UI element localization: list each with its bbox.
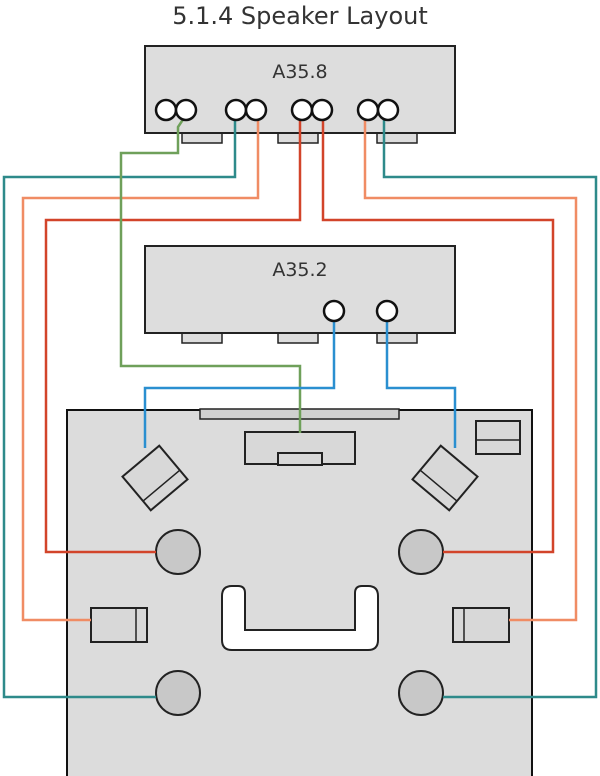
jack-terminal <box>174 98 198 122</box>
speaker-wires <box>2 107 598 699</box>
rear-left-height-speaker <box>155 670 201 716</box>
jack-terminal <box>356 98 380 122</box>
front-left-height-speaker <box>155 529 201 575</box>
sofa <box>221 585 379 651</box>
subwoofer <box>475 420 521 455</box>
wire-front-left <box>143 311 336 448</box>
jack-terminal <box>290 98 314 122</box>
front-right-speaker <box>411 444 479 512</box>
room <box>66 408 533 776</box>
jack-terminal <box>244 98 268 122</box>
amp-label: A35.8 <box>272 61 327 83</box>
jack-terminal <box>310 98 334 122</box>
jack-terminal <box>322 299 346 323</box>
wire-rear-right-height <box>382 107 598 699</box>
diagram-title: 5.1.4 Speaker Layout <box>172 2 428 30</box>
wire-front-right-height <box>321 107 555 554</box>
surround-left-speaker <box>90 607 148 643</box>
center-speaker-base <box>277 452 323 466</box>
wire-front-right <box>385 311 457 448</box>
amplifier-a35-2: A35.2 <box>144 245 456 344</box>
a35-2-jacks <box>322 299 399 323</box>
amp-label: A35.2 <box>272 259 327 281</box>
surround-right-speaker <box>452 607 510 643</box>
wire-surround-right <box>363 107 578 622</box>
rear-right-height-speaker <box>398 670 444 716</box>
jack-terminal <box>376 98 400 122</box>
jack-terminal <box>154 98 178 122</box>
wire-front-left-height <box>44 107 302 554</box>
jack-terminal <box>224 98 248 122</box>
front-right-height-speaker <box>398 529 444 575</box>
a35-8-jacks <box>154 98 400 122</box>
wire-center <box>119 111 302 433</box>
wire-rear-left-height <box>2 107 237 699</box>
jack-terminal <box>375 299 399 323</box>
amp-body <box>144 245 456 334</box>
front-left-speaker <box>121 444 189 512</box>
wire-surround-left <box>21 107 260 622</box>
